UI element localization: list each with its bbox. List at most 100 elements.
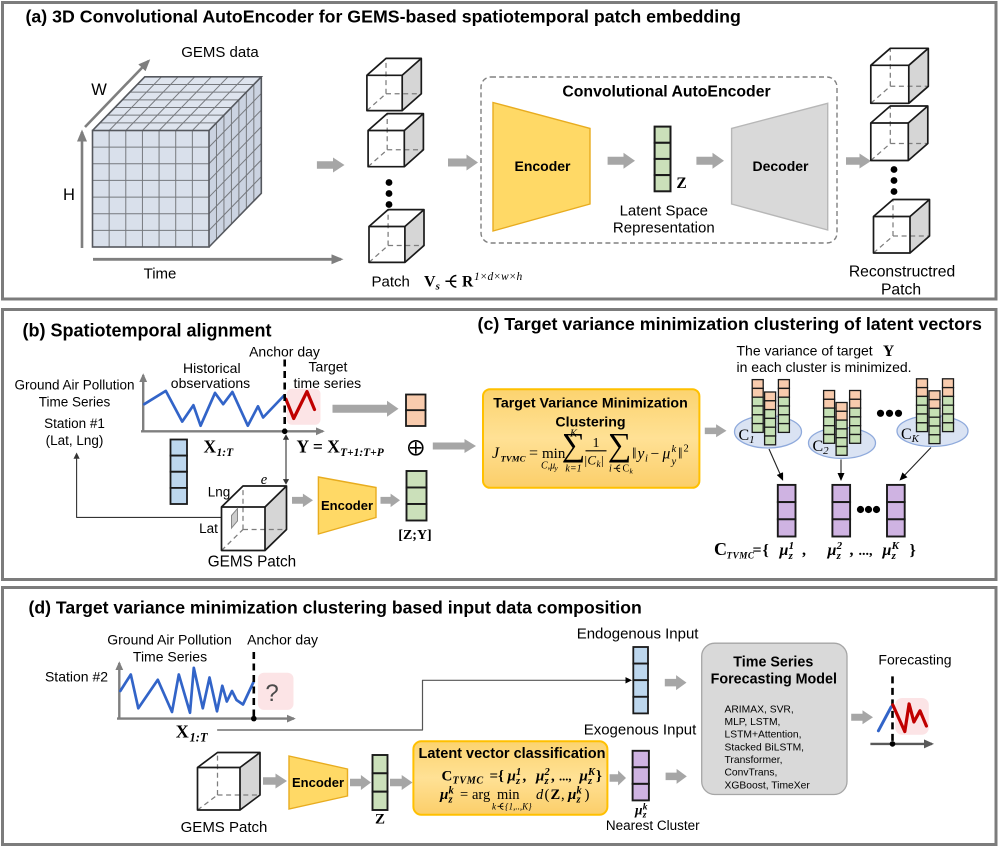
svg-text:Patch: Patch xyxy=(372,274,410,291)
svg-text:μ: μ xyxy=(439,787,448,803)
svg-text:|: | xyxy=(601,453,604,468)
svg-text:LSTM+Attention,: LSTM+Attention, xyxy=(725,730,802,741)
svg-text:Nearest Cluster: Nearest Cluster xyxy=(606,818,700,833)
svg-text:{: { xyxy=(763,542,769,559)
svg-text:,: , xyxy=(551,769,555,785)
svg-text:X: X xyxy=(204,437,217,457)
svg-text:C: C xyxy=(442,769,453,785)
svg-text:W: W xyxy=(91,81,107,99)
svg-text:z: z xyxy=(836,550,842,562)
svg-text:C,μ: C,μ xyxy=(541,461,555,472)
svg-text:Clustering: Clustering xyxy=(555,415,625,431)
svg-text:z: z xyxy=(788,550,794,562)
svg-text:Anchor day: Anchor day xyxy=(249,344,320,360)
svg-text:1: 1 xyxy=(516,767,521,778)
svg-text:GEMS Patch: GEMS Patch xyxy=(181,819,268,836)
svg-text:): ) xyxy=(585,787,590,803)
svg-text:Forecasting: Forecasting xyxy=(878,652,951,668)
svg-text:|C: |C xyxy=(584,453,597,468)
svg-text:Stacked BiLSTM,: Stacked BiLSTM, xyxy=(725,742,805,753)
svg-text:,: , xyxy=(561,787,565,803)
svg-text:K: K xyxy=(587,767,596,778)
svg-text:min: min xyxy=(497,787,520,803)
svg-text:z: z xyxy=(576,795,582,806)
svg-text:GEMS Patch: GEMS Patch xyxy=(208,554,296,571)
svg-text:=: = xyxy=(753,542,762,559)
svg-text:H: H xyxy=(63,186,75,204)
svg-text:i: i xyxy=(645,454,648,465)
svg-text:(b) Spatiotemporal alignment: (b) Spatiotemporal alignment xyxy=(23,321,272,341)
svg-text:k: k xyxy=(492,802,497,812)
svg-text:={: ={ xyxy=(490,769,505,785)
svg-text:MLP, LSTM,: MLP, LSTM, xyxy=(725,717,781,728)
svg-text:GEMS data: GEMS data xyxy=(181,44,259,61)
svg-text:Station #1: Station #1 xyxy=(44,416,105,431)
svg-text:Ground Air Pollution: Ground Air Pollution xyxy=(14,378,134,393)
svg-text:z: z xyxy=(448,795,454,806)
svg-text:...,: ..., xyxy=(559,770,572,784)
svg-text:z: z xyxy=(587,776,593,787)
svg-text:(: ( xyxy=(545,787,550,803)
svg-text:Lat: Lat xyxy=(199,521,218,536)
svg-text:Time Series: Time Series xyxy=(733,655,813,671)
svg-text:TVMC: TVMC xyxy=(727,551,755,561)
svg-text:1: 1 xyxy=(593,436,600,451)
svg-text:Encoder: Encoder xyxy=(292,775,344,790)
svg-text:−: − xyxy=(651,446,660,463)
svg-text:Y = X: Y = X xyxy=(297,437,341,457)
svg-text:z: z xyxy=(642,811,647,821)
svg-text:1:T: 1:T xyxy=(217,447,235,459)
svg-text:2: 2 xyxy=(684,444,689,455)
svg-text:,: , xyxy=(850,542,854,559)
svg-text:Encoder: Encoder xyxy=(321,498,373,513)
svg-text:ConvTrans,: ConvTrans, xyxy=(725,768,778,779)
svg-text:[Z;Y]: [Z;Y] xyxy=(398,528,431,543)
svg-text:=: = xyxy=(529,445,538,462)
svg-text:arg: arg xyxy=(472,787,490,803)
svg-text:y: y xyxy=(671,457,677,468)
svg-text:{1,..,K}: {1,..,K} xyxy=(505,802,532,812)
svg-text:y: y xyxy=(636,446,645,463)
svg-text:Target: Target xyxy=(309,359,348,375)
svg-text:The variance of target: The variance of target xyxy=(737,343,873,359)
svg-text:XGBoost, TimeXer: XGBoost, TimeXer xyxy=(725,780,811,791)
svg-text:X: X xyxy=(176,722,189,742)
svg-text:(d) Target variance minimizati: (d) Target variance minimization cluster… xyxy=(29,598,642,618)
svg-text:k: k xyxy=(672,444,677,455)
svg-text:d: d xyxy=(536,787,544,803)
svg-text:,: , xyxy=(523,769,527,785)
svg-text:(a) 3D Convolutional AutoEncod: (a) 3D Convolutional AutoEncoder for GEM… xyxy=(26,7,741,27)
svg-text:Decoder: Decoder xyxy=(752,158,809,174)
svg-text:TVMC: TVMC xyxy=(453,776,484,787)
svg-text:2: 2 xyxy=(836,540,843,552)
svg-text:Time Series: Time Series xyxy=(133,648,207,664)
svg-text:Endogenous Input: Endogenous Input xyxy=(577,625,700,642)
svg-text:∑: ∑ xyxy=(608,428,632,464)
svg-text:Station #2: Station #2 xyxy=(45,669,108,685)
svg-text:Time: Time xyxy=(144,266,177,283)
svg-text:J: J xyxy=(492,445,500,462)
svg-text:min: min xyxy=(542,446,566,462)
svg-text:Ground Air Pollution: Ground Air Pollution xyxy=(107,631,232,647)
svg-text:C: C xyxy=(714,539,727,559)
svg-text:Encoder: Encoder xyxy=(514,158,571,174)
svg-text:=: = xyxy=(460,787,468,803)
svg-text:k=1: k=1 xyxy=(565,464,581,475)
svg-text:e: e xyxy=(261,472,268,488)
svg-text:Z: Z xyxy=(676,175,686,192)
svg-text:μ: μ xyxy=(882,542,892,559)
svg-text:C: C xyxy=(623,464,630,475)
svg-text:Y: Y xyxy=(883,343,894,360)
svg-text:Representation: Representation xyxy=(613,220,715,237)
svg-text:}: } xyxy=(596,769,602,785)
svg-text:k: k xyxy=(630,467,634,476)
svg-text:Time Series: Time Series xyxy=(39,395,111,410)
svg-text:i: i xyxy=(609,464,612,475)
svg-text:z: z xyxy=(891,550,897,562)
svg-text:?: ? xyxy=(265,680,278,707)
svg-text:k: k xyxy=(449,786,455,797)
svg-text:TVMC: TVMC xyxy=(501,454,526,464)
svg-text:‖: ‖ xyxy=(632,446,637,463)
svg-text:Z: Z xyxy=(375,812,385,828)
svg-text:z: z xyxy=(544,776,550,787)
